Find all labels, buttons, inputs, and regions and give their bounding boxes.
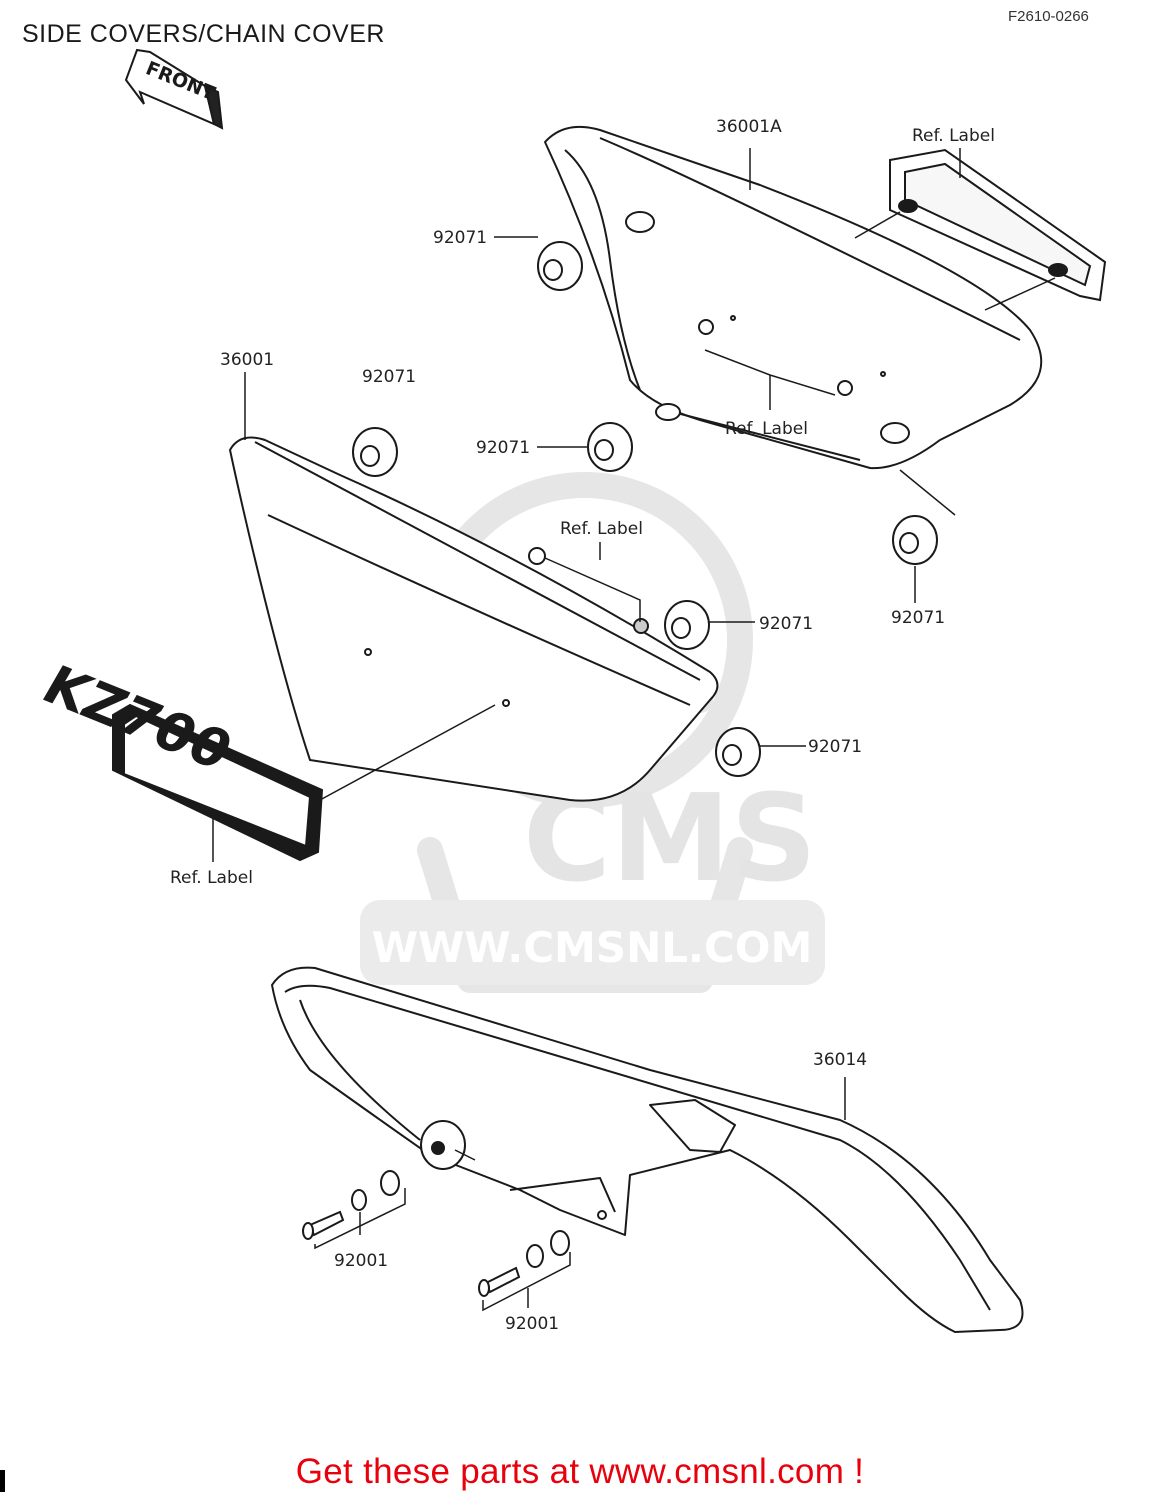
callout-92071-c: 92071 [476,438,531,458]
ref-label-plate-top [889,148,1107,302]
callout-92001-upper: 92001 [334,1251,389,1271]
callout-ref-label-center: Ref. Label [560,519,643,539]
kz700-emblem [112,703,324,862]
watermark-banner [360,900,825,985]
chain-cover-grommet [420,1120,466,1170]
chain-cover-36014 [271,966,1024,1333]
callout-ref-label-top: Ref. Label [912,126,995,146]
callout-ref-label-mid: Ref. Label [725,419,808,439]
callout-92071-f: 92071 [808,737,863,757]
grommet-92071-f [715,727,761,777]
grommet-92071-d [892,515,938,565]
callout-92071-a: 92071 [433,228,488,248]
watermark-url: WWW.CMSNL.COM [372,923,813,972]
leader-lines [212,148,1056,1312]
diagram-title: SIDE COVERS/CHAIN COVER [22,20,385,48]
side-cover-36001a [544,126,1043,470]
callout-36001: 36001 [220,350,275,370]
grommet-92071-a [537,241,583,291]
callout-ref-label-emblem: Ref. Label [170,868,253,888]
callout-36001a: 36001A [716,117,782,137]
callout-92071-d: 92071 [891,608,946,628]
bolt-set-lower [478,1230,570,1297]
bolt-set-upper [302,1170,400,1240]
front-direction-sign [124,48,224,130]
grommet-92071-e [664,600,710,650]
grommet-92071-b [352,427,398,477]
side-cover-36001 [229,436,719,802]
edge-marker [0,1470,5,1492]
callout-36014: 36014 [813,1050,868,1070]
figure-code: F2610-0266 [1008,8,1089,25]
shop-link-banner[interactable]: Get these parts at www.cmsnl.com ! [295,1452,865,1491]
grommet-92071-c [587,422,633,472]
callout-92071-e: 92071 [759,614,814,634]
callout-92001-lower: 92001 [505,1314,560,1334]
callout-92071-b: 92071 [362,367,417,387]
